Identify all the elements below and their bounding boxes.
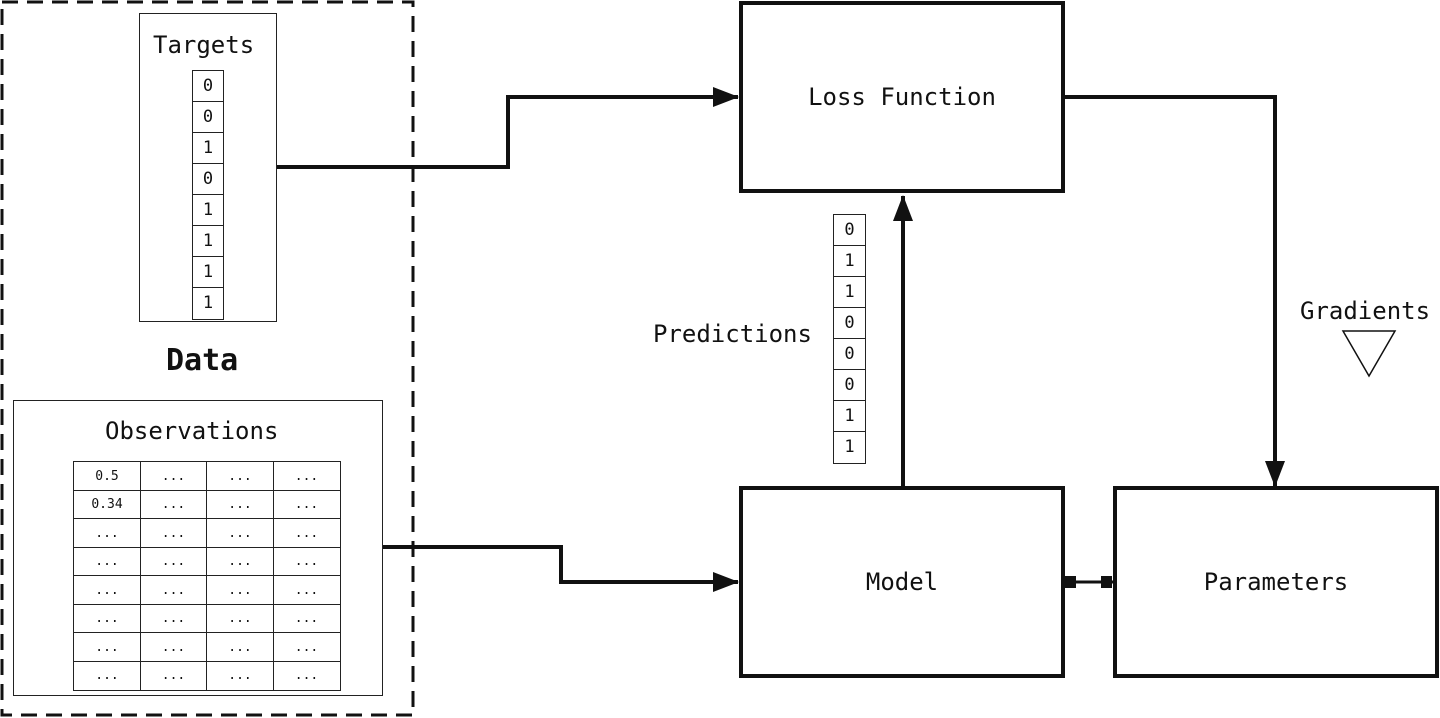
data-title: Data	[166, 343, 239, 378]
observation-cell: ...	[139, 660, 208, 691]
observation-cell: ...	[272, 660, 341, 691]
observation-cell: ...	[139, 575, 208, 605]
predictions-label: Predictions	[653, 320, 812, 348]
observation-cell: ...	[272, 518, 341, 548]
observation-cell: ...	[139, 546, 208, 577]
observation-cell: ...	[272, 603, 341, 634]
target-cell: 1	[192, 287, 224, 320]
observations-label: Observations	[105, 417, 279, 445]
prediction-cell: 0	[833, 214, 866, 247]
data-region-border	[0, 0, 415, 717]
observation-cell: 0.34	[73, 489, 141, 520]
observation-cell: ...	[139, 461, 208, 491]
observation-cell: 0.5	[73, 461, 141, 491]
target-cell: 0	[192, 70, 224, 103]
observation-cell: ...	[73, 603, 141, 634]
observation-cell: ...	[73, 518, 141, 548]
observation-cell: ...	[206, 461, 274, 491]
observation-cell: ...	[206, 575, 274, 605]
observation-cell: ...	[206, 603, 274, 634]
loss-function-label: Loss Function	[808, 83, 996, 111]
parameters-label: Parameters	[1203, 568, 1349, 596]
model-label: Model	[865, 568, 939, 596]
observation-cell: ...	[206, 546, 274, 577]
observation-cell: ...	[206, 489, 274, 520]
observation-cell: ...	[73, 632, 141, 662]
target-cell: 1	[192, 256, 224, 289]
gradients-label: Gradients	[1300, 297, 1431, 325]
target-cell: 1	[192, 132, 224, 165]
loss-to-parameters-arrow	[1064, 95, 1285, 487]
observation-cell: ...	[139, 518, 208, 548]
target-cell: 1	[192, 225, 224, 258]
prediction-cell: 1	[833, 276, 866, 309]
targets-to-loss-arrow	[276, 87, 739, 169]
prediction-cell: 1	[833, 431, 866, 464]
observation-cell: ...	[272, 546, 341, 577]
observation-cell: ...	[73, 546, 141, 577]
model-link-square	[1065, 576, 1076, 588]
observation-cell: ...	[139, 603, 208, 634]
observation-cell: ...	[73, 575, 141, 605]
target-cell: 0	[192, 163, 224, 196]
observation-cell: ...	[139, 489, 208, 520]
observation-cell: ...	[206, 660, 274, 691]
prediction-cell: 1	[833, 400, 866, 433]
loss-function-box: Loss Function	[739, 1, 1065, 193]
observation-cell: ...	[139, 632, 208, 662]
prediction-cell: 0	[833, 338, 866, 371]
observation-cell: ...	[272, 489, 341, 520]
parameters-link-square	[1101, 576, 1112, 588]
prediction-cell: 1	[833, 245, 866, 278]
parameters-box: Parameters	[1113, 486, 1439, 678]
observation-cell: ...	[73, 660, 141, 691]
observation-cell: ...	[272, 575, 341, 605]
nabla-triangle-icon	[1341, 330, 1397, 378]
observation-cell: ...	[206, 518, 274, 548]
observation-cell: ...	[272, 632, 341, 662]
targets-label: Targets	[153, 31, 255, 59]
prediction-cell: 0	[833, 369, 866, 402]
target-cell: 1	[192, 194, 224, 227]
observations-to-model-arrow	[382, 545, 739, 592]
model-box: Model	[739, 486, 1065, 678]
observation-cell: ...	[206, 632, 274, 662]
prediction-cell: 0	[833, 307, 866, 340]
observation-cell: ...	[272, 461, 341, 491]
target-cell: 0	[192, 101, 224, 134]
